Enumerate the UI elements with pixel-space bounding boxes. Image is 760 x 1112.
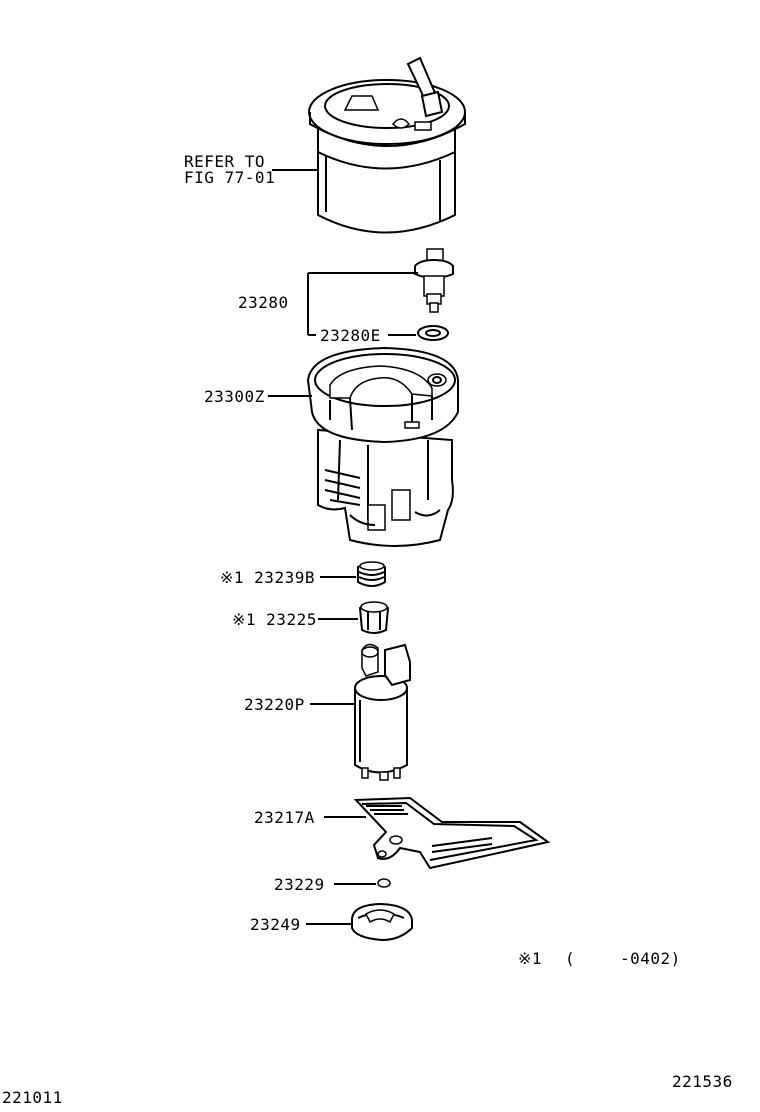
footnote-range: -0402) (620, 949, 681, 968)
part-label-23225: ※1 23225 (232, 610, 317, 629)
part-label-23280E: 23280E (320, 326, 381, 345)
part-label-23300Z: 23300Z (204, 387, 265, 406)
corner-code-right: 221536 (672, 1072, 733, 1091)
part-label-23280: 23280 (238, 293, 289, 312)
part-label-23217A: 23217A (254, 808, 315, 827)
footnote-mark: ※1 (518, 949, 543, 968)
fuel-tank-unit-illustration (308, 56, 466, 234)
part-label-23249: 23249 (250, 915, 301, 934)
fuel-pump-illustration (354, 643, 411, 781)
footnote-open-paren: ( (565, 949, 576, 968)
cushion-23239B-illustration (357, 561, 386, 587)
part-label-23239B: ※1 23239B (220, 568, 315, 587)
o-ring-23280E (417, 325, 449, 341)
retainer-23249-illustration (351, 902, 413, 942)
pressure-regulator-illustration (414, 248, 454, 313)
cushion-23225-illustration (358, 601, 390, 634)
fuel-filter-illustration (353, 796, 551, 870)
part-label-23220P: 23220P (244, 695, 305, 714)
pump-bracket-illustration (306, 346, 459, 547)
part-label-23229: 23229 (274, 875, 325, 894)
bracket-23280 (307, 272, 418, 336)
fig-reference-label: FIG 77-01 (184, 168, 276, 187)
clip-23229-illustration (377, 878, 391, 888)
corner-code-left: 221011 (2, 1088, 63, 1107)
refer-to-label: REFER TO (184, 152, 266, 171)
